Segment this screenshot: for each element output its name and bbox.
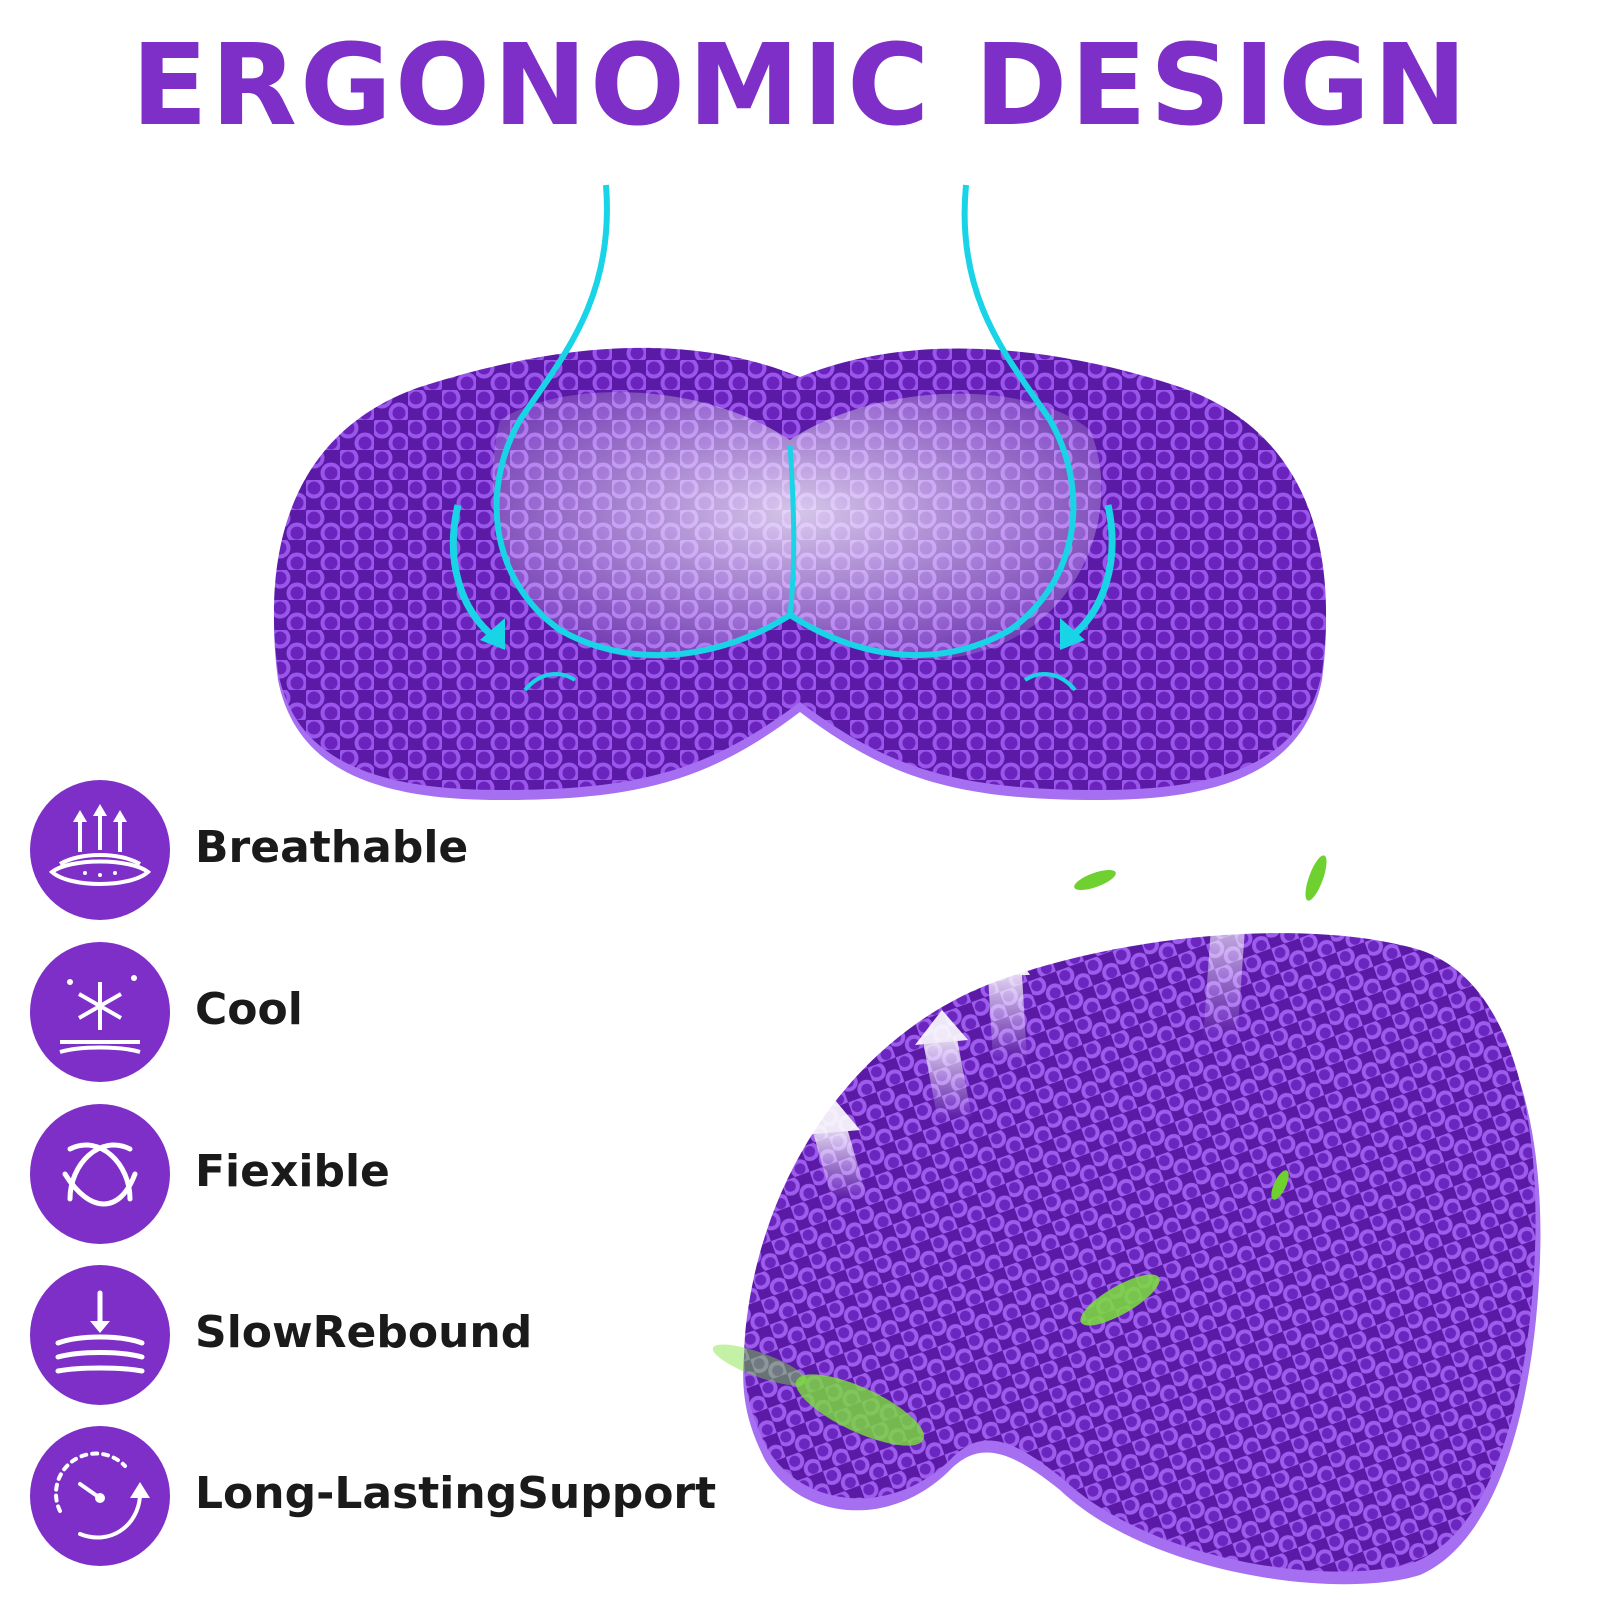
gauge-support-icon [30,1426,170,1566]
feature-label: Breathable [195,822,469,873]
leaf-icon [1074,870,1116,890]
right-pressure-arrow [1067,504,1116,641]
leaf-icon [1271,1170,1289,1200]
snowflake-cool-icon [30,942,170,1082]
right-contour-line [788,184,1077,659]
feature-cool: Cool [30,942,730,1082]
page-title: ERGONOMIC DESIGN [131,21,1470,151]
leaf-icon [795,1374,925,1446]
feature-long-lasting-support: Long-LastingSupport [30,1426,730,1566]
slow-rebound-icon [30,1265,170,1405]
feature-label: SlowRebound [195,1307,533,1358]
leaf-icon [1305,855,1327,901]
feature-slow-rebound: SlowRebound [30,1265,730,1405]
left-pressure-arrow [449,504,498,641]
left-contour-line [493,184,792,659]
top-cushion [273,184,1327,800]
feature-label: Fiexible [195,1146,390,1197]
flexible-twist-icon [30,1104,170,1244]
breathable-layers-icon [30,780,170,920]
leaf-icon [1080,1274,1160,1326]
bottom-cushion [712,845,1541,1585]
feature-breathable: Breathable [30,780,730,920]
airflow-arrows [805,845,1258,1205]
feature-label: Cool [195,984,303,1035]
feature-flexible: Fiexible [30,1104,730,1244]
feature-label: Long-LastingSupport [195,1468,717,1519]
